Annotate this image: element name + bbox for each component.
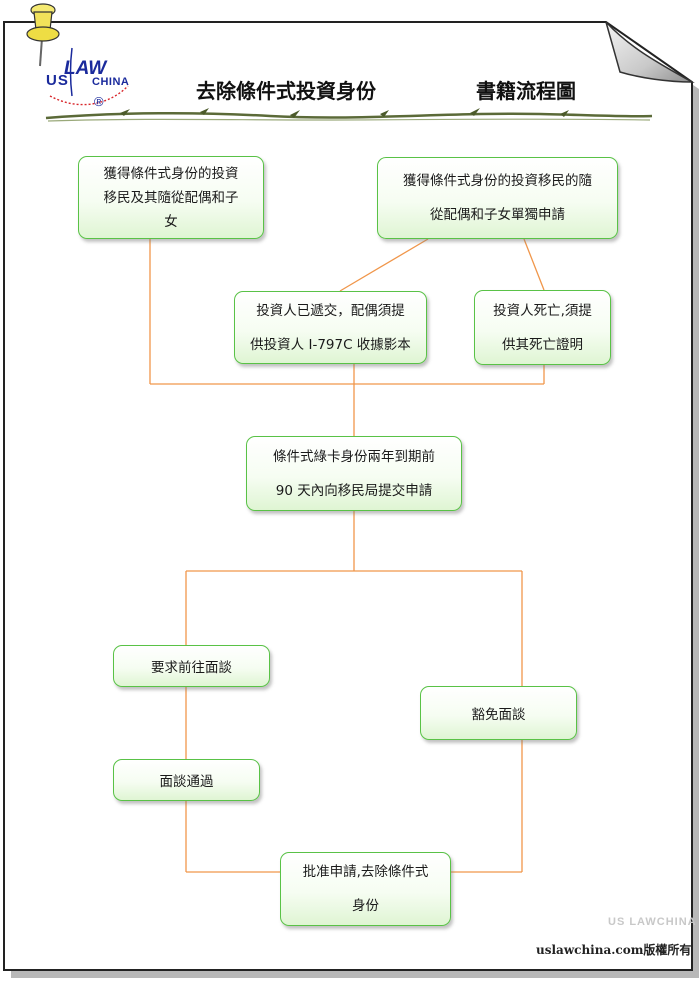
logo-swoosh-icon: [49, 47, 129, 106]
logo-registered-mark: ®: [94, 94, 104, 109]
box-5-line-2: 90 天內向移民局提交申請: [275, 482, 433, 499]
flow-box-dependents-separate: 獲得條件式身份的投資移民的隨 從配偶和子女單獨申請: [377, 157, 618, 239]
flow-box-principal-and-family: 獲得條件式身份的投資 移民及其隨從配偶和子 女: [78, 156, 264, 239]
connector-b2-b4: [523, 238, 545, 291]
flow-box-investor-filed: 投資人已遞交，配偶須提 供投資人 I-797C 收據影本: [234, 291, 427, 364]
box-5-line-1: 條件式綠卡身份兩年到期前: [273, 448, 435, 465]
flow-box-approved: 批准申請,去除條件式 身份: [280, 852, 451, 926]
box-4-line-1: 投資人死亡,須提: [493, 302, 592, 319]
connector-lines: [149, 238, 545, 873]
logo-us: US: [46, 72, 69, 89]
flow-box-interview-waived: 豁免面談: [420, 686, 577, 740]
watermark-logo: US LAWCHINA: [608, 916, 697, 928]
logo-china: CHINA: [92, 76, 130, 88]
box-3-line-2: 供投資人 I-797C 收據影本: [250, 336, 411, 353]
flow-box-file-petition: 條件式綠卡身份兩年到期前 90 天內向移民局提交申請: [246, 436, 462, 511]
connector-b2-b3: [339, 238, 429, 292]
copyright-text: uslawchina.com版權所有: [536, 943, 692, 957]
box-3-line-1: 投資人已遞交，配偶須提: [256, 302, 405, 319]
page-subtitle: 書籍流程圖: [476, 79, 576, 103]
box-1-line-3: 女: [164, 213, 178, 230]
flow-box-investor-deceased: 投資人死亡,須提 供其死亡證明: [474, 290, 611, 365]
vine-divider-icon: [45, 108, 653, 122]
box-4-line-2: 供其死亡證明: [501, 336, 583, 353]
logo-law: LAW: [64, 58, 107, 79]
box-2-line-2: 從配偶和子女單獨申請: [430, 207, 565, 223]
page-title: 去除條件式投資身份: [196, 79, 376, 103]
box-1-line-2: 移民及其隨從配偶和子: [103, 189, 239, 206]
box-2-line-1: 獲得條件式身份的投資移民的隨: [403, 173, 592, 189]
box-1-line-1: 獲得條件式身份的投資: [103, 165, 239, 182]
box-8-line-1: 面談通過: [159, 774, 214, 790]
page-curl-icon: [605, 21, 695, 83]
flow-box-interview-passed: 面談通過: [113, 759, 260, 801]
box-9-line-1: 批准申請,去除條件式: [302, 864, 429, 880]
pushpin-icon: [26, 3, 60, 67]
box-7-line-1: 豁免面談: [471, 707, 526, 723]
box-6-line-1: 要求前往面談: [151, 660, 232, 676]
flow-box-interview-required: 要求前往面談: [113, 645, 270, 687]
box-9-line-2: 身份: [351, 898, 379, 914]
